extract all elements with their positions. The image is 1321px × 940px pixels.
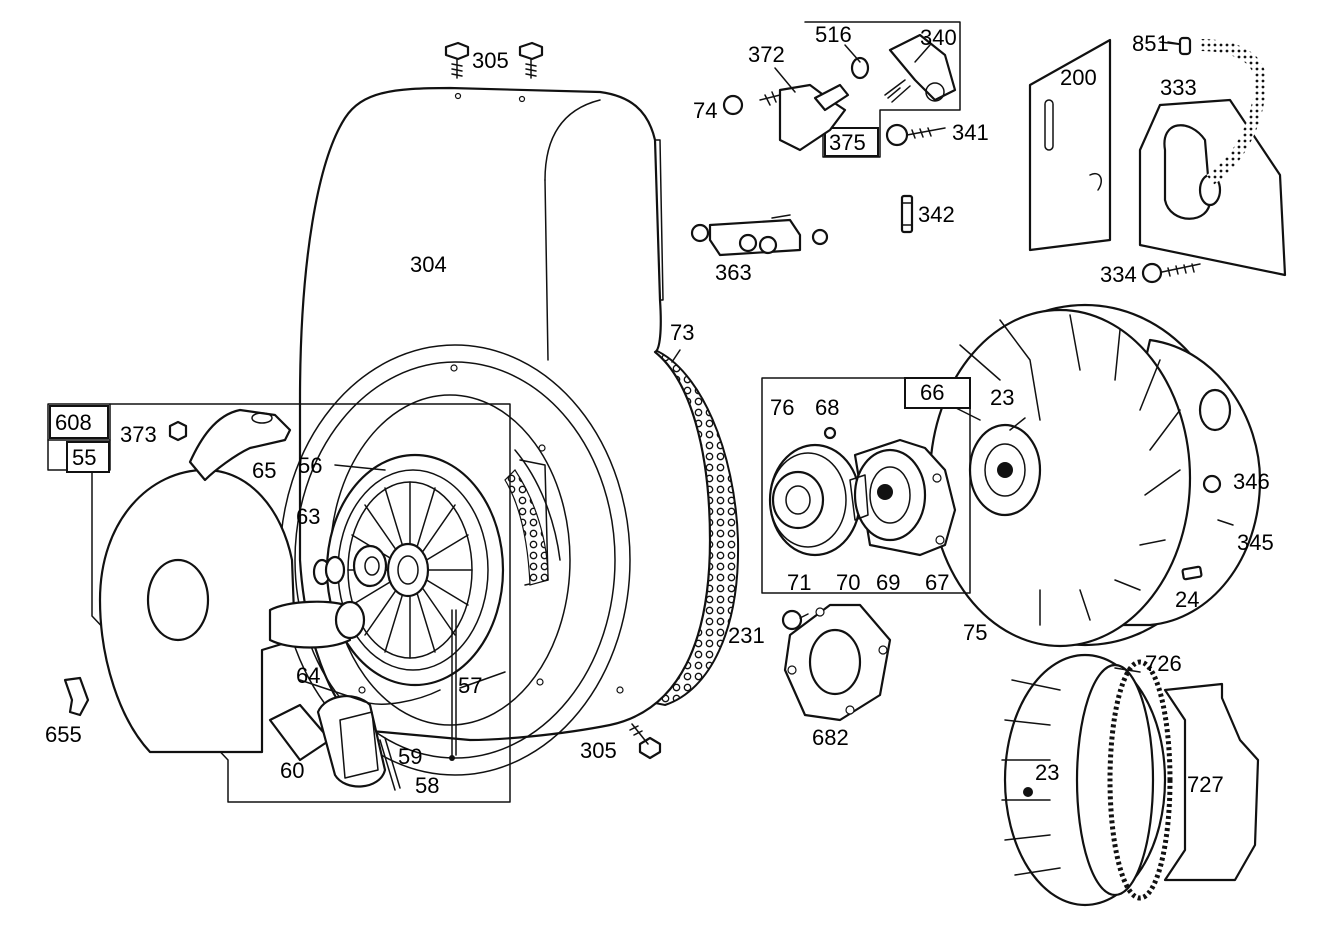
nut-373 [168, 420, 188, 442]
label-682: 682 [812, 725, 849, 750]
label-66: 66 [920, 380, 944, 405]
starter-clutch-box-66 [761, 377, 971, 594]
mounting-plate-200 [1028, 38, 1112, 252]
label-305-top: 305 [472, 48, 509, 73]
label-73: 73 [670, 320, 694, 345]
label-516: 516 [815, 22, 852, 47]
label-24: 24 [1175, 587, 1199, 612]
label-340: 340 [920, 25, 957, 50]
washers-63 [312, 544, 388, 588]
label-23-lower: 23 [1035, 760, 1059, 785]
fuse-342 [900, 194, 914, 234]
label-726: 726 [1145, 651, 1182, 676]
label-333: 333 [1160, 75, 1197, 100]
label-231: 231 [728, 623, 765, 648]
flywheel-lower-23 [1001, 653, 1173, 907]
label-57: 57 [458, 673, 482, 698]
label-334: 334 [1100, 262, 1137, 287]
label-375: 375 [829, 130, 866, 155]
label-341: 341 [952, 120, 989, 145]
label-55: 55 [72, 445, 96, 470]
part-labels: 305 372 516 340 74 375 341 851 200 333 3… [45, 22, 1274, 798]
gasket-plate-682 [783, 603, 892, 722]
label-727: 727 [1187, 772, 1224, 797]
leader-lines [299, 41, 1234, 705]
screw-305-bottom [629, 723, 662, 760]
flywheel-23 [928, 303, 1262, 648]
label-67: 67 [925, 570, 949, 595]
armature-333 [1138, 36, 1287, 277]
label-75: 75 [963, 620, 987, 645]
blower-housing-304 [279, 86, 740, 776]
label-304: 304 [410, 252, 447, 277]
label-65: 65 [252, 458, 276, 483]
label-68: 68 [815, 395, 839, 420]
label-56: 56 [298, 453, 322, 478]
label-305-bottom: 305 [580, 738, 617, 763]
label-655: 655 [45, 722, 82, 747]
starter-handle-60 [268, 695, 401, 791]
label-342: 342 [918, 202, 955, 227]
governor-link-assembly [722, 21, 961, 158]
label-60: 60 [280, 758, 304, 783]
label-63: 63 [296, 504, 320, 529]
label-200: 200 [1060, 65, 1097, 90]
terminal-block-363 [690, 214, 829, 257]
label-74: 74 [693, 98, 717, 123]
screw-305-top [444, 41, 544, 79]
rewind-starter-frame [47, 403, 511, 803]
label-23-upper: 23 [990, 385, 1014, 410]
rope-guide-64 [268, 600, 366, 649]
label-373: 373 [120, 422, 157, 447]
label-76: 76 [770, 395, 794, 420]
label-608: 608 [55, 410, 92, 435]
label-346: 346 [1233, 469, 1270, 494]
label-851: 851 [1132, 31, 1169, 56]
label-372: 372 [748, 42, 785, 67]
screw-334 [1141, 262, 1201, 284]
label-71: 71 [787, 570, 811, 595]
label-70: 70 [836, 570, 860, 595]
label-64: 64 [296, 663, 320, 688]
starter-cover [98, 408, 297, 754]
label-58: 58 [415, 773, 439, 798]
shield-727 [1163, 682, 1260, 882]
label-345: 345 [1237, 530, 1274, 555]
label-363: 363 [715, 260, 752, 285]
clip-655 [63, 676, 90, 717]
screw-231 [781, 609, 809, 631]
label-59: 59 [398, 744, 422, 769]
label-69: 69 [876, 570, 900, 595]
